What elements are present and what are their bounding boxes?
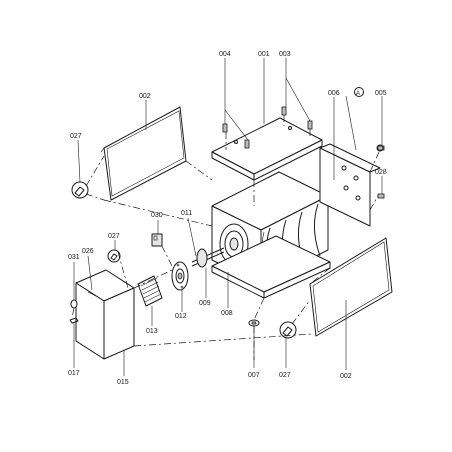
grommet-031 xyxy=(70,299,78,309)
label-027-left: 027 xyxy=(70,133,82,140)
label-030: 030 xyxy=(151,212,163,219)
label-028: 028 xyxy=(375,169,387,176)
reference-marker-circle xyxy=(354,87,364,97)
label-009: 009 xyxy=(199,300,211,307)
label-006: 006 xyxy=(328,90,340,97)
flange-012 xyxy=(171,261,189,291)
label-ref-a: A xyxy=(356,91,360,97)
label-011: 011 xyxy=(181,210,192,217)
label-027-bottom: 027 xyxy=(279,372,291,379)
label-008: 008 xyxy=(221,310,233,317)
washer-007 xyxy=(248,319,260,327)
cable-017 xyxy=(69,317,79,324)
motor-030 xyxy=(151,233,163,247)
label-001: 001 xyxy=(258,51,270,58)
label-017: 017 xyxy=(68,370,80,377)
cover-plate-001 xyxy=(211,117,323,181)
bracket-006 xyxy=(319,143,381,227)
detail-027-left xyxy=(71,181,89,199)
label-013: 013 xyxy=(146,328,158,335)
label-003: 003 xyxy=(279,51,291,58)
label-005: 005 xyxy=(375,90,387,97)
screw-005 xyxy=(376,144,385,152)
assembly-lines xyxy=(71,115,381,360)
detail-027-mid xyxy=(107,249,121,263)
label-007: 007 xyxy=(248,372,260,379)
label-031: 031 xyxy=(68,254,80,261)
label-027-mid: 027 xyxy=(108,233,120,240)
label-026: 026 xyxy=(82,248,94,255)
label-015: 015 xyxy=(117,379,129,386)
part-labels: 004 001 003 006 A 005 002 027 028 030 01… xyxy=(68,51,387,386)
label-002-top: 002 xyxy=(139,93,151,100)
side-panel-002-top xyxy=(100,106,187,201)
ring-009 xyxy=(196,248,208,268)
side-panel-002-bottom xyxy=(309,237,393,337)
label-004: 004 xyxy=(219,51,231,58)
control-box-015 xyxy=(75,269,135,360)
label-002-bottom: 002 xyxy=(340,373,352,380)
detail-027-bottom xyxy=(279,321,297,339)
base-plate-008 xyxy=(211,235,331,299)
label-012: 012 xyxy=(175,313,187,320)
screw-028 xyxy=(377,193,385,199)
leader-lines xyxy=(73,58,383,376)
